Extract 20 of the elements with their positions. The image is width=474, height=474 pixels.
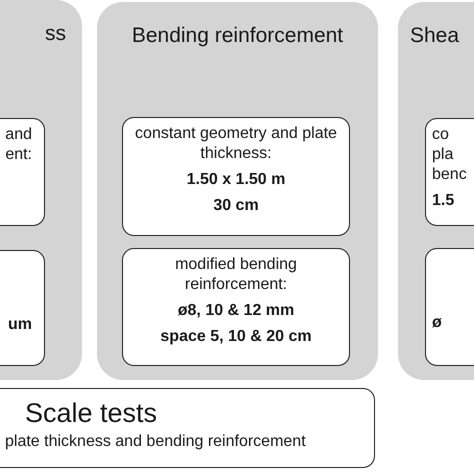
panel-heading: ss	[45, 22, 66, 45]
rounded-box	[122, 248, 350, 366]
rounded-box	[122, 117, 350, 236]
box-value: 30 cm	[213, 196, 259, 216]
box-value: 1.5	[432, 191, 454, 211]
box-value: space 5, 10 & 20 cm	[160, 327, 312, 347]
box-title: Scale tests	[25, 397, 158, 430]
panel-heading: Bending reinforcement	[132, 24, 344, 47]
box-description: um	[7, 315, 32, 335]
panel-heading: Shea	[410, 24, 460, 47]
box-description: modified bending reinforcement:	[174, 255, 298, 295]
box-description: co pla benc	[432, 125, 468, 185]
box-description: and ent:	[4, 125, 32, 165]
box-value: 1.50 x 1.50 m	[186, 170, 286, 190]
box-subtitle: plate thickness and bending reinforcement	[5, 432, 307, 452]
box-value: ø8, 10 & 12 mm	[178, 301, 294, 321]
rounded-box	[0, 388, 375, 468]
group-panel	[97, 2, 378, 380]
box-description: ø	[432, 313, 443, 333]
box-description: constant geometry and plate thickness:	[134, 124, 338, 164]
